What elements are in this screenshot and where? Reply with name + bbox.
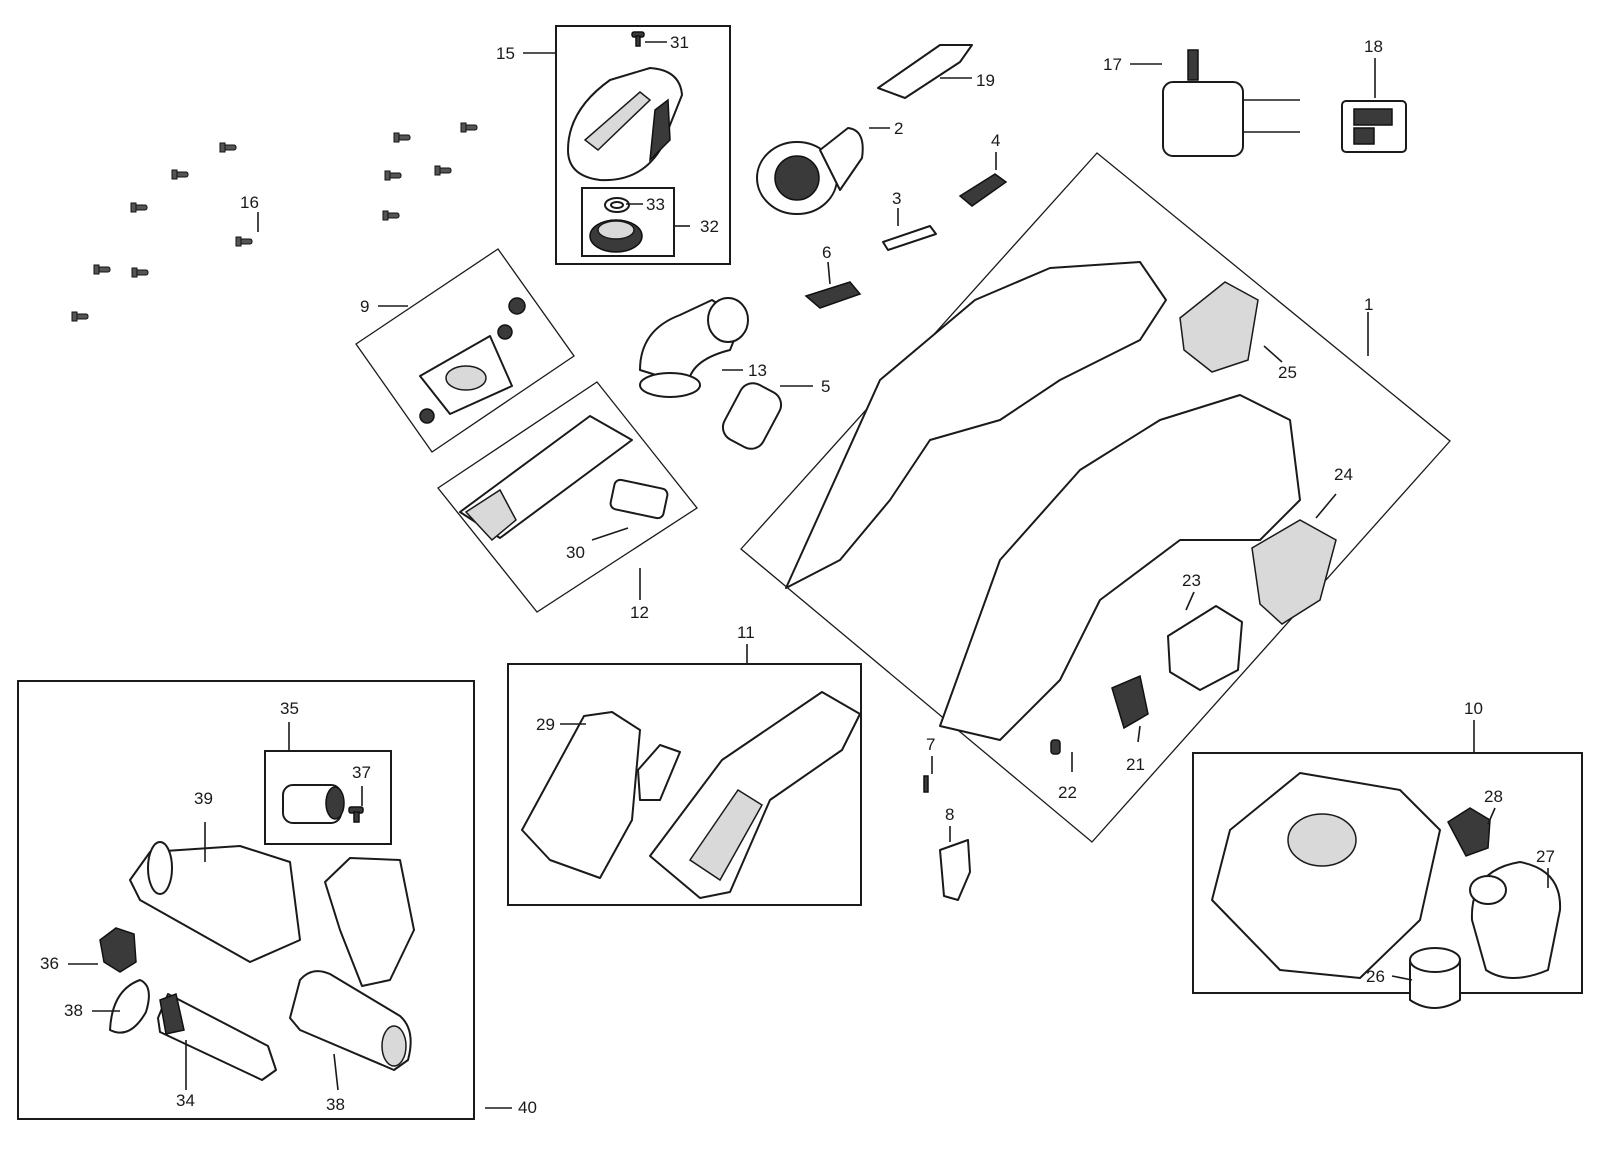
callout-15: 15 [496,44,515,63]
lid-28 [1447,807,1491,857]
screw-37 [348,806,364,823]
callout-11: 11 [737,623,755,642]
callout-18: 18 [1364,37,1383,56]
callout-17: 17 [1103,55,1122,74]
callout-8: 8 [945,805,955,824]
cover-38 [289,970,412,1071]
group-box-10 [1192,752,1583,994]
clip-21 [1111,674,1149,730]
housing-39 [129,841,301,963]
cyclone-27 [1469,861,1562,979]
callout-12: 12 [630,603,649,622]
pin-7 [923,775,929,793]
brushroll-34 [157,992,277,1081]
motor-housing-2 [756,127,864,215]
callout-32: 32 [700,217,719,236]
grille-24 [1251,519,1337,625]
group-box-35 [264,750,392,845]
group-box-12 [437,381,698,613]
switch-4 [958,173,1008,207]
callout-25: 25 [1278,363,1297,382]
callout-37: 37 [352,763,371,782]
callout-22: 22 [1058,783,1077,802]
callout-29: 29 [536,715,555,734]
group-box-32 [581,187,675,257]
callout-6: 6 [822,243,832,262]
button-6 [804,281,862,309]
callout-26: 26 [1366,967,1385,986]
seal-33 [604,197,630,213]
slider-3 [882,225,937,251]
callout-28: 28 [1484,787,1503,806]
nozzle-29 [521,711,681,879]
screw-31 [631,31,645,47]
callout-38-cover: 38 [326,1095,345,1114]
screw-set-16 [71,122,478,322]
callout-9: 9 [360,297,370,316]
latch-19 [877,44,973,99]
seal-30 [609,478,669,520]
callout-34: 34 [176,1091,195,1110]
duct-12 [459,415,633,542]
dirt-tank-10 [1211,772,1441,979]
callout-10: 10 [1464,699,1483,718]
callout-19: 19 [976,71,995,90]
group-box-11 [507,663,862,906]
main-body-1 [785,261,1301,741]
elbow-duct-13 [639,297,749,398]
trigger-8 [939,839,971,901]
leader-lines [68,41,1549,1109]
gasket-5 [721,382,783,450]
callout-7: 7 [926,735,936,754]
callout-2: 2 [894,119,904,138]
group-box-40 [17,680,475,1120]
callout-5: 5 [821,377,831,396]
callout-35: 35 [280,699,299,718]
grille-25 [1179,281,1259,373]
callout-1: 1 [1364,295,1374,314]
callout-3: 3 [892,189,902,208]
plate-23 [1167,605,1243,691]
callout-16: 16 [240,193,259,212]
belt-38 [109,979,150,1034]
charger-17 [1162,49,1300,157]
callout-39: 39 [194,789,213,808]
label-18 [1341,100,1407,153]
callout-36: 36 [40,954,59,973]
filter-26 [1409,947,1461,1009]
callout-30: 30 [566,543,585,562]
callout-23: 23 [1182,571,1201,590]
callout-27: 27 [1536,847,1555,866]
bracket-39b [324,857,415,987]
callout-24: 24 [1334,465,1353,484]
callout-33: 33 [646,195,665,214]
crevice-nozzle-15 [567,67,683,182]
callout-13: 13 [748,361,767,380]
group-box-9 [355,248,575,453]
group-box-15 [555,25,731,265]
motor-35 [282,784,345,824]
group-box-1 [740,152,1451,843]
tool-11 [649,691,861,899]
callout-4: 4 [991,131,1001,150]
callout-31: 31 [670,33,689,52]
filter-cup-32 [589,219,643,253]
valve-assembly-9 [419,297,526,424]
callout-40: 40 [518,1098,537,1117]
gear-36 [99,927,137,973]
callout-38-belt: 38 [64,1001,83,1020]
spring-22 [1050,739,1061,755]
callout-21: 21 [1126,755,1145,774]
